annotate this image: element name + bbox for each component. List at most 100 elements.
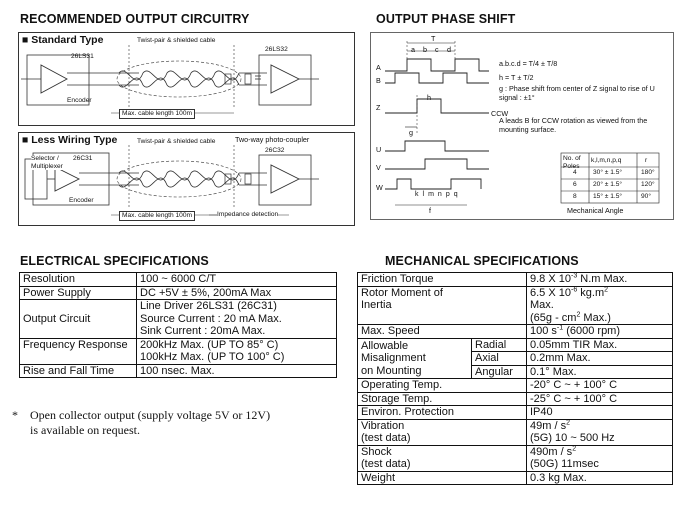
storage-temp-label: Storage Temp. bbox=[357, 391, 527, 406]
friction-label: Friction Torque bbox=[357, 272, 527, 287]
operating-temp-label: Operating Temp. bbox=[357, 378, 527, 393]
standard-receiver-label: 26LS32 bbox=[265, 46, 288, 53]
phase-c-label: c bbox=[435, 45, 439, 54]
vibration-exponent: 2 bbox=[566, 418, 570, 426]
signal-W-label: W bbox=[376, 183, 383, 192]
signal-B-label: B bbox=[376, 76, 381, 85]
misalignment-line-1: Allowable bbox=[361, 339, 409, 352]
table-row: Frequency Response 200kHz Max. (UP TO 85… bbox=[19, 337, 337, 365]
phase-b-label: b bbox=[423, 45, 427, 54]
electrical-table: Resolution 100 ~ 6000 C/T Power Supply D… bbox=[19, 272, 337, 378]
table-row: Weight 0.3 kg Max. bbox=[357, 470, 673, 485]
misalignment-label: Allowable Misalignment on Mounting bbox=[357, 337, 472, 379]
frequency-response-label: Frequency Response bbox=[19, 337, 137, 365]
phase-diagram bbox=[385, 41, 660, 206]
shock-value: 490m / s2 (50G) 11msec bbox=[526, 444, 673, 472]
storage-temp-value: -25° C ~ + 100° C bbox=[526, 391, 673, 406]
equation-abcd: a.b.c.d = T/4 ± T/8 bbox=[499, 59, 558, 68]
mechanical-title: MECHANICAL SPECIFICATIONS bbox=[385, 254, 579, 268]
mechanical-table: Friction Torque 9.8 X 10-3 N.m Max. Roto… bbox=[357, 272, 673, 485]
phase-g-label: g bbox=[409, 128, 413, 137]
standard-length-label: Max. cable length 100m bbox=[119, 109, 196, 119]
rotor-label-line-2: Inertia bbox=[361, 299, 392, 311]
standard-type-panel: ■ Standard Type Twist-pair & shielded ca… bbox=[18, 32, 355, 126]
table-row: Environ. Protection IP40 bbox=[357, 405, 673, 420]
rotor-gcm-end: Max.) bbox=[580, 311, 611, 324]
rise-fall-label: Rise and Fall Time bbox=[19, 363, 137, 378]
signal-V-label: V bbox=[376, 163, 381, 172]
friction-value: 9.8 X 10-3 N.m Max. bbox=[526, 272, 673, 287]
phase-panel: T a b c d A B Z h g CCW U V W f klmnpq a… bbox=[370, 32, 674, 220]
rotor-label-line-1: Rotor Moment of bbox=[361, 286, 443, 299]
note-line-2: is available on request. bbox=[30, 423, 140, 437]
table-row: Output Circuit Line Driver 26LS31 (26C31… bbox=[19, 299, 337, 339]
table-row-6-r: 120° bbox=[641, 181, 655, 188]
equation-ccw: A leads B for CCW rotation as viewed fro… bbox=[499, 116, 648, 134]
less-wiring-panel: ■ Less Wiring Type Twist-pair & shielded… bbox=[18, 132, 355, 226]
speed-rpm: (6000 rpm) bbox=[563, 325, 621, 337]
electrical-title: ELECTRICAL SPECIFICATIONS bbox=[20, 254, 209, 268]
shock-label: Shock (test data) bbox=[357, 444, 527, 472]
less-wiring-cable-label: Twist-pair & shielded cable bbox=[137, 138, 216, 145]
standard-type-title: ■ Standard Type bbox=[22, 34, 104, 46]
less-wiring-receiver-label: 26C32 bbox=[265, 147, 285, 154]
vibration-value: 49m / s2 (5G) 10 ~ 500 Hz bbox=[526, 418, 673, 446]
less-wiring-title: ■ Less Wiring Type bbox=[22, 134, 118, 146]
phase-d-label: d bbox=[447, 45, 451, 54]
phase-f-label: f bbox=[429, 206, 431, 215]
table-head-r: r bbox=[645, 157, 648, 164]
table-row: Rotor Moment of Inertia 6.5 X 10-6 kg.m2… bbox=[357, 285, 673, 325]
shock-label-line-2: (test data) bbox=[361, 458, 411, 470]
signal-U-label: U bbox=[376, 145, 382, 154]
table-row: Allowable Misalignment on Mounting Radia… bbox=[357, 337, 673, 379]
table-row-4-r: 180° bbox=[641, 169, 655, 176]
signal-Z-label: Z bbox=[376, 103, 381, 112]
environ-value: IP40 bbox=[526, 405, 673, 420]
table-row: Max. Speed 100 s-1 (6000 rpm) bbox=[357, 324, 673, 339]
table-row: Storage Temp. -25° C ~ + 100° C bbox=[357, 391, 673, 406]
table-row: Operating Temp. -20° C ~ + 100° C bbox=[357, 378, 673, 393]
vibration-accel: 49m / s bbox=[530, 419, 567, 432]
table-row-4-pulse: 30° ± 1.5° bbox=[593, 169, 623, 176]
table-row-4-poles: 4 bbox=[573, 169, 577, 176]
speed-exponent: -1 bbox=[556, 324, 564, 332]
photo-coupler-label: Two-way photo-coupler bbox=[235, 135, 310, 144]
rotor-label: Rotor Moment of Inertia bbox=[357, 285, 527, 325]
angular-value: 0.1° Max. bbox=[526, 364, 673, 379]
mechanical-angle-label: Mechanical Angle bbox=[567, 206, 624, 215]
rotor-max: Max. bbox=[530, 299, 554, 311]
friction-unit: N.m Max. bbox=[577, 273, 628, 285]
table-head-pulses: k,l,m,n,p,q bbox=[591, 157, 622, 164]
phase-T-label: T bbox=[431, 34, 436, 43]
table-row: Angular 0.1° Max. bbox=[358, 364, 673, 379]
misalignment-line-3: on Mounting bbox=[361, 364, 422, 377]
frequency-response-value: 200kHz Max. (UP TO 85° C) 100kHz Max. (U… bbox=[136, 337, 337, 365]
speed-value: 100 s-1 (6000 rpm) bbox=[526, 324, 673, 339]
standard-cable-label: Twist-pair & shielded cable bbox=[137, 37, 216, 44]
table-row-6-poles: 6 bbox=[573, 181, 577, 188]
ccw-label: CCW bbox=[491, 109, 509, 118]
signal-A-label: A bbox=[376, 63, 381, 72]
output-circuit-line-1: Line Driver 26LS31 (26C31) bbox=[140, 300, 277, 312]
rotor-exponent: -6 bbox=[570, 285, 578, 293]
less-wiring-driver-label: 26C31 bbox=[73, 155, 93, 162]
rotor-gcm: (65g - cm bbox=[530, 311, 577, 324]
table-row: Axial 0.2mm Max. bbox=[358, 351, 673, 366]
table-row-6-pulse: 20° ± 1.5° bbox=[593, 181, 623, 188]
weight-value: 0.3 kg Max. bbox=[526, 470, 673, 485]
axial-label: Axial bbox=[471, 351, 527, 366]
phase-title: OUTPUT PHASE SHIFT bbox=[376, 12, 516, 26]
output-circuit-line-2: Source Current : 20 mA Max. bbox=[140, 312, 282, 325]
table-row-8-pulse: 15° ± 1.5° bbox=[593, 193, 623, 200]
phase-h-label: h bbox=[427, 93, 431, 102]
vibration-label-line-2: (test data) bbox=[361, 432, 411, 444]
shock-accel: 490m / s bbox=[530, 445, 573, 458]
less-wiring-encoder-label: Encoder bbox=[69, 197, 94, 204]
equation-g: g : Phase shift from center of Z signal … bbox=[499, 84, 655, 102]
friction-number: 9.8 X 10 bbox=[530, 273, 571, 285]
vibration-label: Vibration (test data) bbox=[357, 418, 527, 446]
table-head-poles: No. of Poles bbox=[563, 155, 581, 170]
resolution-value: 100 ~ 6000 C/T bbox=[136, 272, 337, 287]
shock-duration: (50G) 11msec bbox=[530, 458, 599, 470]
equation-h: h = T ± T/2 bbox=[499, 73, 534, 82]
